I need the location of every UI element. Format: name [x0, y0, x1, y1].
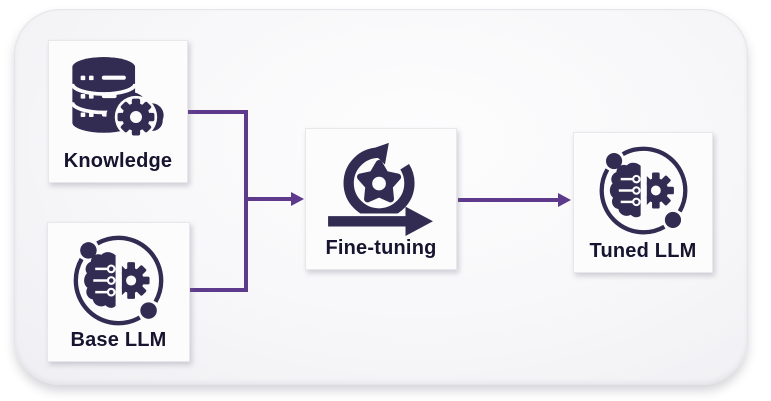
fine-tuning-icon-wrap — [326, 136, 436, 238]
database-gear-icon — [70, 56, 164, 138]
brain-chip-icon — [599, 146, 687, 235]
node-label-tuned-llm: Tuned LLM — [589, 240, 697, 262]
base-llm-icon-wrap — [70, 230, 167, 330]
sprint-cycle-gear-icon — [328, 142, 433, 236]
knowledge-icon-wrap — [65, 48, 171, 151]
tuned-llm-icon-wrap — [596, 140, 691, 241]
node-tuned-llm: Tuned LLM — [573, 132, 713, 273]
node-label-fine-tuning: Fine-tuning — [325, 237, 437, 259]
node-label-knowledge: Knowledge — [63, 150, 173, 172]
node-fine-tuning: Fine-tuning — [305, 128, 457, 270]
brain-chip-icon — [73, 235, 164, 325]
node-label-base-llm: Base LLM — [70, 329, 167, 351]
node-knowledge: Knowledge — [48, 40, 188, 183]
node-base-llm: Base LLM — [47, 222, 190, 362]
